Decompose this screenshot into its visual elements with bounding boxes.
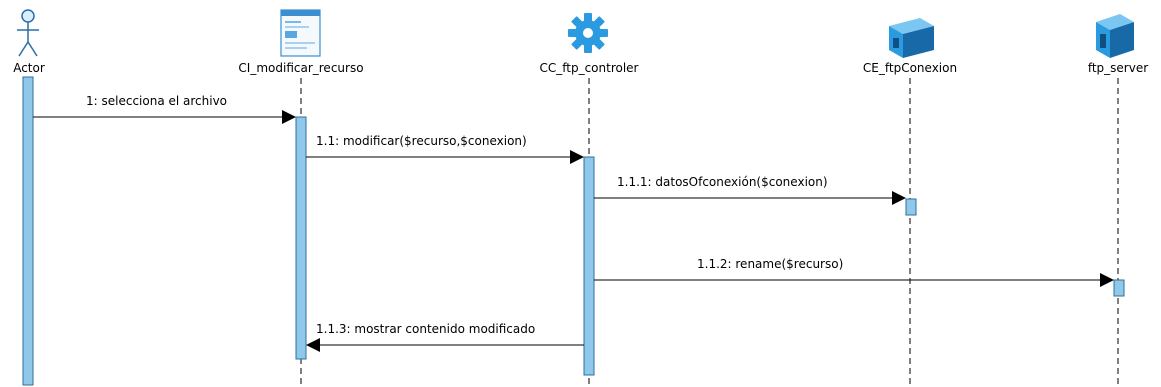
message-label-1-1: 1.1: modificar($recurso,$conexion) [316, 134, 527, 148]
entity-cube-icon [889, 18, 934, 58]
message-1-1-3: 1.1.3: mostrar contenido modificado [306, 322, 584, 352]
participant-name-ce: CE_ftpConexion [863, 61, 957, 75]
message-label-1-1-3: 1.1.3: mostrar contenido modificado [316, 322, 535, 336]
gear-icon [568, 13, 608, 53]
arrowhead-icon [1100, 273, 1114, 287]
message-1: 1: selecciona el archivo [33, 94, 296, 124]
server-icon [1096, 14, 1134, 58]
actor-stick-figure-icon [17, 9, 39, 57]
arrowhead-icon [306, 338, 320, 352]
arrowhead-icon [570, 150, 584, 164]
participant-name-ftp: ftp_server [1088, 61, 1148, 75]
message-label-1-1-2: 1.1.2: rename($recurso) [697, 257, 843, 271]
activation-ftp [1113, 279, 1125, 297]
arrowhead-icon [282, 110, 296, 124]
message-label-1-1-1: 1.1.1: datosOfconexión($conexion) [617, 175, 828, 189]
participant-name-actor: Actor [13, 61, 45, 75]
message-1-1-1: 1.1.1: datosOfconexión($conexion) [594, 175, 906, 205]
boundary-window-icon [280, 9, 321, 57]
participant-name-cc: CC_ftp_controler [539, 61, 638, 75]
activation-ce [905, 198, 917, 216]
message-label-1: 1: selecciona el archivo [86, 94, 227, 108]
participant-name-ci: CI_modificar_recurso [238, 61, 363, 75]
message-1-1-2: 1.1.2: rename($recurso) [594, 257, 1114, 287]
activation-actor [22, 76, 34, 386]
activation-ci [295, 116, 307, 360]
activation-cc [583, 156, 595, 376]
message-1-1: 1.1: modificar($recurso,$conexion) [306, 134, 584, 164]
arrowhead-icon [892, 191, 906, 205]
